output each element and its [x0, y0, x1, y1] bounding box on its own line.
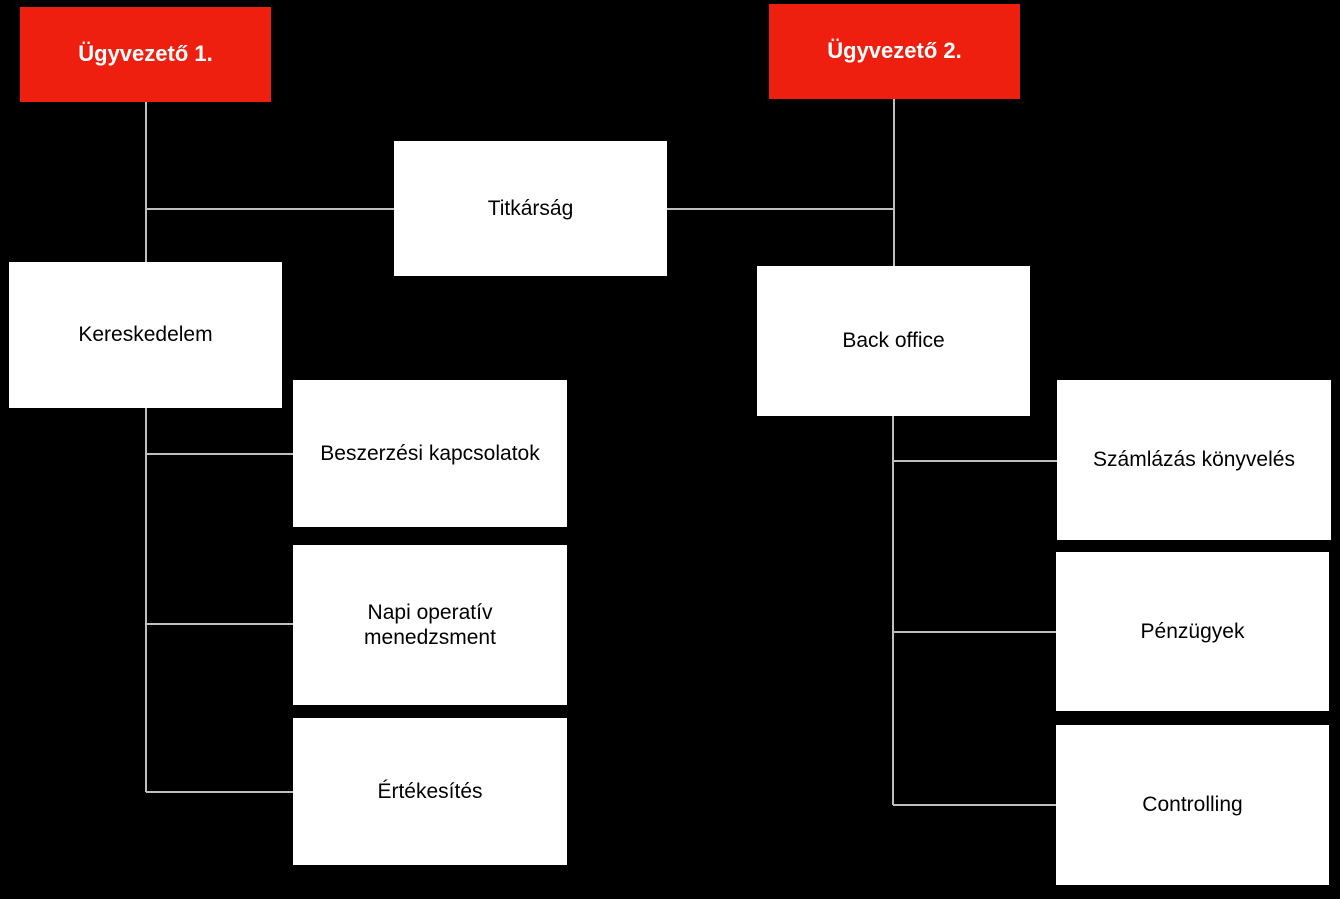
- node-finance-label: Pénzügyek: [1140, 619, 1245, 643]
- node-secretariat: Titkárság: [394, 141, 667, 276]
- node-ceo2: Ügyvezető 2.: [769, 4, 1020, 99]
- node-invoicing-label: Számlázás könyvelés: [1093, 448, 1295, 472]
- node-procurement: Beszerzési kapcsolatok: [293, 380, 567, 527]
- node-ceo1-label: Ügyvezető 1.: [78, 41, 213, 67]
- node-backoffice-label: Back office: [842, 329, 945, 353]
- node-secretariat-label: Titkárság: [487, 196, 574, 220]
- node-trade-label: Kereskedelem: [78, 323, 213, 347]
- node-ceo1: Ügyvezető 1.: [20, 7, 271, 102]
- node-trade: Kereskedelem: [9, 262, 282, 408]
- node-backoffice: Back office: [757, 266, 1030, 416]
- node-controlling: Controlling: [1056, 725, 1329, 885]
- node-operations-label: Napi operatív menedzsment: [364, 600, 496, 649]
- node-ceo2-label: Ügyvezető 2.: [827, 38, 962, 64]
- node-sales-label: Értékesítés: [377, 779, 483, 803]
- node-invoicing: Számlázás könyvelés: [1057, 380, 1331, 540]
- node-operations: Napi operatív menedzsment: [293, 545, 567, 705]
- node-finance: Pénzügyek: [1056, 552, 1329, 711]
- node-sales: Értékesítés: [293, 718, 567, 865]
- node-procurement-label: Beszerzési kapcsolatok: [320, 441, 540, 465]
- node-controlling-label: Controlling: [1142, 793, 1243, 817]
